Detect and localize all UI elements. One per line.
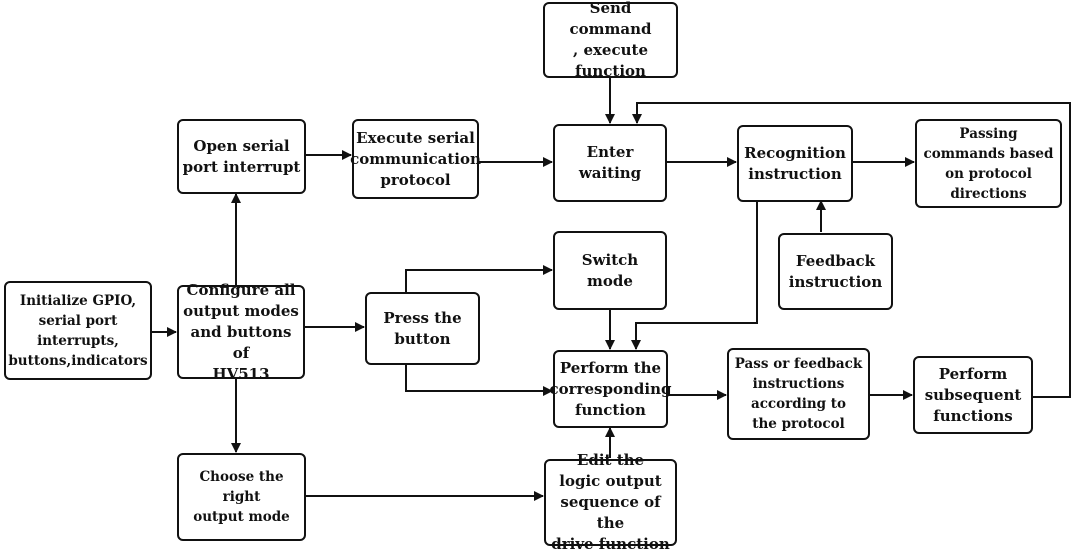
node-press-the-button: Press the button: [365, 292, 480, 365]
node-send-command: Send command , execute function: [543, 0, 678, 80]
arrow-press-button-to-switch-mode: [405, 265, 553, 292]
arrow-recognition-to-perform-corresponding: [631, 202, 758, 350]
node-execute-serial-protocol: Execute serial communication protocol: [350, 119, 481, 199]
node-open-serial-port: Open serial port interrupt: [177, 119, 306, 194]
arrow-perform-subsequent-loop-to-enter-waiting: [632, 102, 1071, 398]
node-edit-logic-sequence: Edit the logic output sequence of the dr…: [544, 451, 677, 549]
node-choose-output-mode: Choose the right output mode: [177, 453, 306, 541]
node-initialize-gpio: Initialize GPIO, serial port interrupts,…: [4, 281, 152, 380]
arrow-press-button-to-perform-corresponding: [405, 365, 553, 396]
node-passing-commands: Passing commands based on protocol direc…: [915, 119, 1062, 208]
node-enter-waiting: Enter waiting: [553, 124, 667, 202]
node-perform-subsequent-functions: Perform subsequent functions: [913, 356, 1033, 434]
node-switch-mode: Switch mode: [553, 231, 667, 310]
node-configure-output-modes: Configure all output modes and buttons o…: [177, 281, 305, 383]
node-perform-corresponding-function: Perform the corresponding function: [550, 350, 671, 428]
node-recognition-instruction: Recognition instruction: [737, 125, 853, 202]
node-feedback-instruction: Feedback instruction: [778, 233, 893, 310]
node-pass-or-feedback: Pass or feedback instructions according …: [727, 348, 870, 440]
